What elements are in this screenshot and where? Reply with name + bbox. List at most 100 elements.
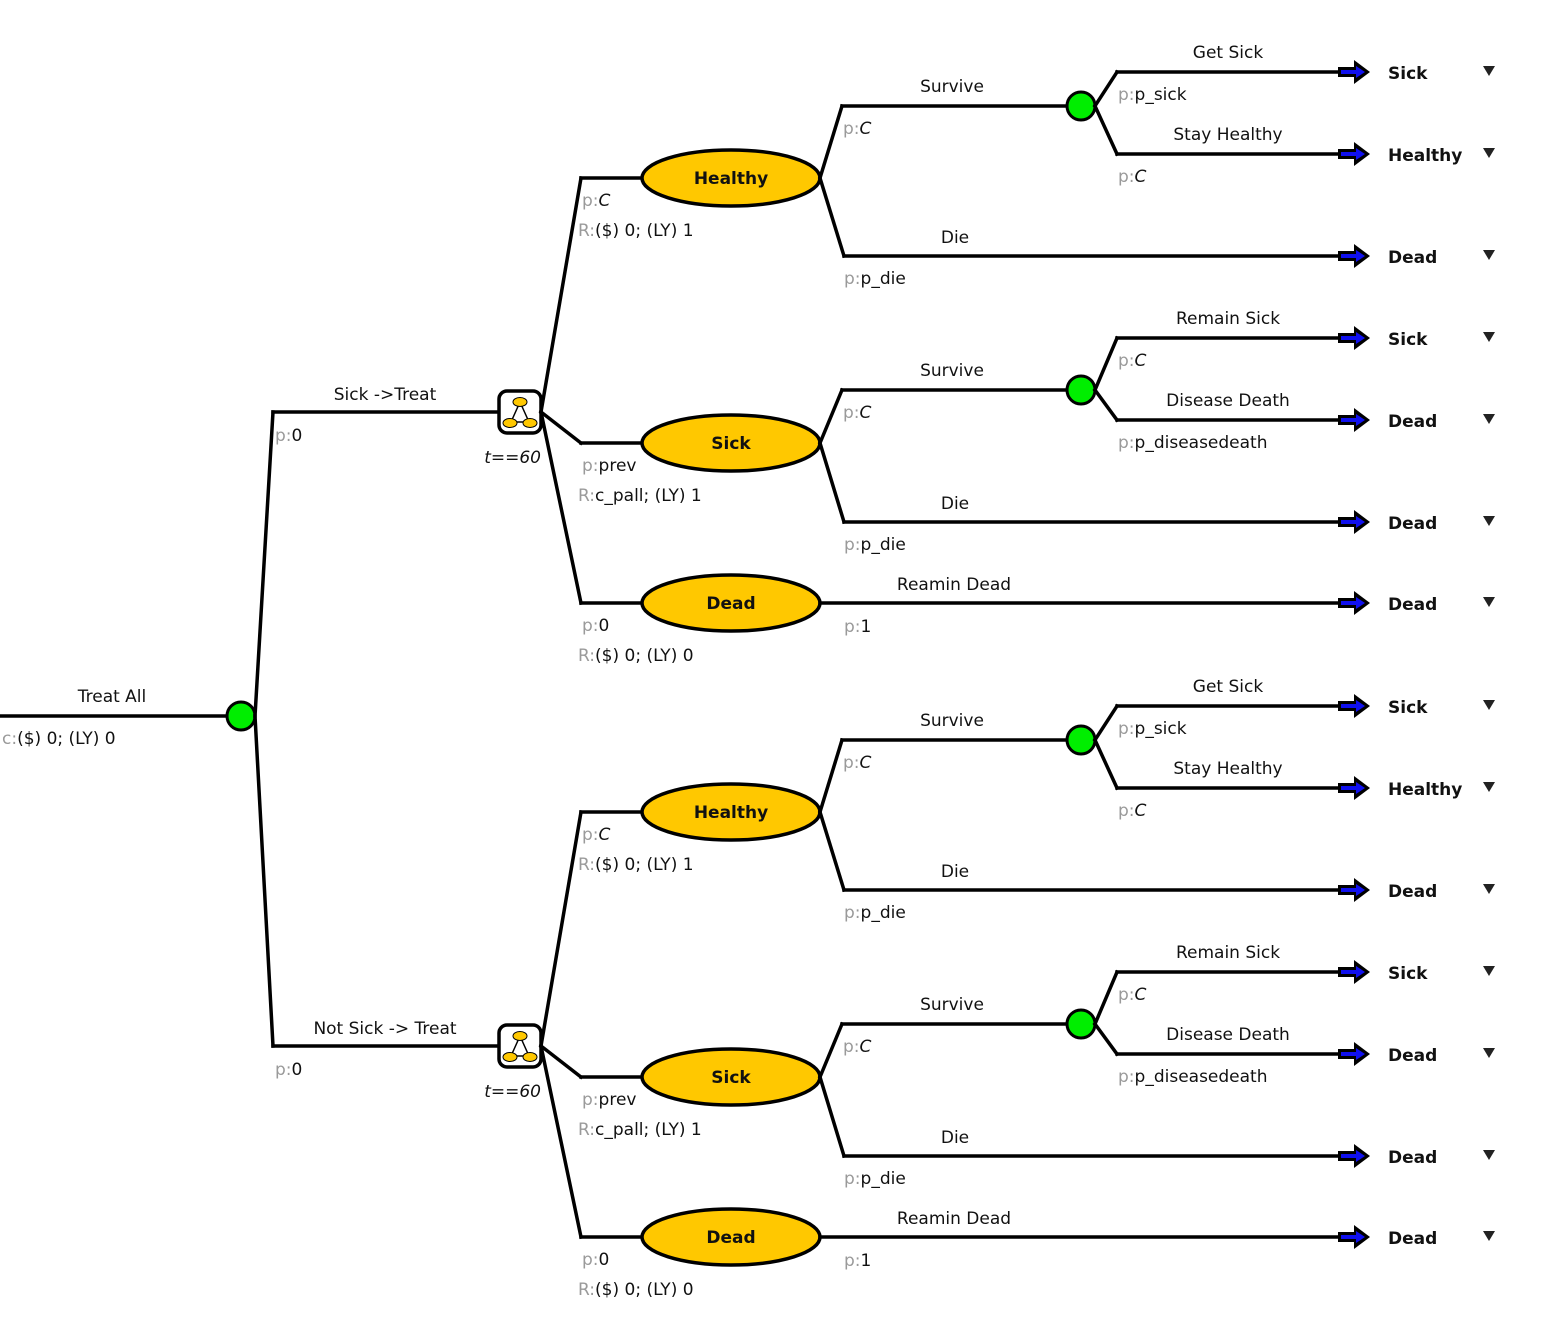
jump-to-terminal[interactable]: Dead bbox=[1338, 1225, 1495, 1249]
chance-node[interactable] bbox=[1065, 724, 1097, 756]
outcome-probability: p:C bbox=[1118, 167, 1147, 187]
dropdown-icon[interactable] bbox=[1483, 414, 1495, 424]
prob-value: 1 bbox=[861, 1251, 872, 1271]
outcome-connector bbox=[1092, 335, 1120, 393]
label-prefix: R: bbox=[578, 855, 595, 875]
prob-value: p_diseasedeath bbox=[1135, 1067, 1268, 1087]
jump-to-terminal[interactable]: Dead bbox=[1338, 244, 1495, 268]
dropdown-icon[interactable] bbox=[1483, 148, 1495, 158]
prob-value: p_sick bbox=[1135, 85, 1187, 105]
chance-node[interactable] bbox=[1065, 1008, 1097, 1040]
jump-arrow-fill bbox=[1341, 1048, 1365, 1060]
dropdown-icon[interactable] bbox=[1483, 1231, 1495, 1241]
jump-to-terminal[interactable]: Dead bbox=[1338, 408, 1495, 432]
jump-to-state: Dead bbox=[1388, 248, 1437, 268]
dropdown-icon[interactable] bbox=[1483, 597, 1495, 607]
prob-prefix: p: bbox=[275, 426, 292, 446]
markov-state-node[interactable]: Dead bbox=[640, 573, 822, 633]
label-value: ($) 0; (LY) 0 bbox=[595, 1280, 694, 1300]
jump-to-terminal[interactable]: Sick bbox=[1338, 694, 1495, 718]
transition-probability: p:C bbox=[843, 403, 872, 423]
jump-to-terminal[interactable]: Dead bbox=[1338, 1144, 1495, 1168]
transition-connector bbox=[817, 1021, 845, 1080]
jump-to-terminal[interactable]: Sick bbox=[1338, 60, 1495, 84]
transition-probability: p:p_die bbox=[844, 1169, 906, 1189]
prob-prefix: p: bbox=[843, 1037, 860, 1057]
state-probability: p:0 bbox=[582, 616, 609, 636]
jump-to-terminal[interactable]: Sick bbox=[1338, 326, 1495, 350]
state-connector bbox=[538, 809, 584, 1049]
prob-prefix: p: bbox=[844, 1169, 861, 1189]
prob-prefix: p: bbox=[844, 903, 861, 923]
dropdown-icon[interactable] bbox=[1483, 1048, 1495, 1058]
transition-probability: p:1 bbox=[844, 1251, 871, 1271]
transition-probability: p:C bbox=[843, 753, 872, 773]
transition-connector bbox=[817, 387, 845, 446]
dropdown-icon[interactable] bbox=[1483, 700, 1495, 710]
state-name: Dead bbox=[706, 594, 755, 614]
state-probability: p:prev bbox=[582, 456, 636, 476]
dropdown-icon[interactable] bbox=[1483, 966, 1495, 976]
prob-value: p_diseasedeath bbox=[1135, 433, 1268, 453]
prob-prefix: p: bbox=[1118, 351, 1135, 371]
prob-value: p_die bbox=[861, 535, 906, 555]
transition-label: Survive bbox=[920, 995, 984, 1015]
prob-prefix: p: bbox=[844, 617, 861, 637]
prob-value: p_die bbox=[861, 1169, 906, 1189]
prob-prefix: p: bbox=[844, 535, 861, 555]
termination-condition: t==60 bbox=[484, 448, 541, 468]
markov-state-node[interactable]: Sick bbox=[640, 413, 822, 473]
outcome-label: Stay Healthy bbox=[1173, 759, 1282, 779]
outcome-connector bbox=[1092, 737, 1120, 791]
state-reward: R:($) 0; (LY) 0 bbox=[578, 1280, 694, 1300]
markov-state-node[interactable]: Sick bbox=[640, 1047, 822, 1107]
chance-node[interactable] bbox=[1065, 374, 1097, 406]
transition-label: Die bbox=[941, 862, 969, 882]
prob-prefix: p: bbox=[843, 403, 860, 423]
prob-value: C bbox=[599, 191, 611, 211]
markov-node[interactable]: t==60 bbox=[484, 1023, 543, 1102]
dropdown-icon[interactable] bbox=[1483, 332, 1495, 342]
chance-node[interactable] bbox=[1065, 90, 1097, 122]
prob-prefix: p: bbox=[582, 456, 599, 476]
root-chance-node[interactable] bbox=[225, 700, 257, 732]
jump-arrow-fill bbox=[1341, 250, 1365, 262]
dropdown-icon[interactable] bbox=[1483, 884, 1495, 894]
jump-to-state: Dead bbox=[1388, 595, 1437, 615]
jump-to-terminal[interactable]: Sick bbox=[1338, 960, 1495, 984]
state-connector bbox=[538, 1043, 584, 1240]
jump-to-terminal[interactable]: Dead bbox=[1338, 510, 1495, 534]
state-connector bbox=[538, 409, 584, 606]
jump-to-terminal[interactable]: Healthy bbox=[1338, 142, 1495, 166]
jump-to-terminal[interactable]: Healthy bbox=[1338, 776, 1495, 800]
jump-to-terminal[interactable]: Dead bbox=[1338, 591, 1495, 615]
dropdown-icon[interactable] bbox=[1483, 516, 1495, 526]
markov-node[interactable]: t==60 bbox=[484, 389, 543, 468]
strategy-label: Sick ->Treat bbox=[334, 385, 437, 405]
dropdown-icon[interactable] bbox=[1483, 782, 1495, 792]
markov-state-node[interactable]: Dead bbox=[640, 1207, 822, 1267]
prob-prefix: p: bbox=[582, 616, 599, 636]
outcome-label: Remain Sick bbox=[1176, 309, 1280, 329]
state-connector bbox=[538, 409, 584, 446]
jump-to-state: Dead bbox=[1388, 882, 1437, 902]
transition-label: Survive bbox=[920, 77, 984, 97]
dropdown-icon[interactable] bbox=[1483, 1150, 1495, 1160]
state-name: Healthy bbox=[694, 803, 768, 823]
dropdown-icon[interactable] bbox=[1483, 66, 1495, 76]
prob-prefix: p: bbox=[1118, 433, 1135, 453]
label-value: ($) 0; (LY) 0 bbox=[595, 646, 694, 666]
label-value: ($) 0; (LY) 1 bbox=[595, 855, 694, 875]
transition-label: Survive bbox=[920, 361, 984, 381]
prob-value: 0 bbox=[292, 426, 303, 446]
markov-state-node[interactable]: Healthy bbox=[640, 782, 822, 842]
markov-state-node[interactable]: Healthy bbox=[640, 148, 822, 208]
label-value: ($) 0; (LY) 0 bbox=[17, 729, 116, 749]
state-name: Healthy bbox=[694, 169, 768, 189]
jump-to-state: Dead bbox=[1388, 1229, 1437, 1249]
transition-connector bbox=[817, 103, 845, 181]
jump-to-terminal[interactable]: Dead bbox=[1338, 878, 1495, 902]
dropdown-icon[interactable] bbox=[1483, 250, 1495, 260]
markov-node-icon bbox=[502, 1031, 538, 1062]
jump-to-terminal[interactable]: Dead bbox=[1338, 1042, 1495, 1066]
